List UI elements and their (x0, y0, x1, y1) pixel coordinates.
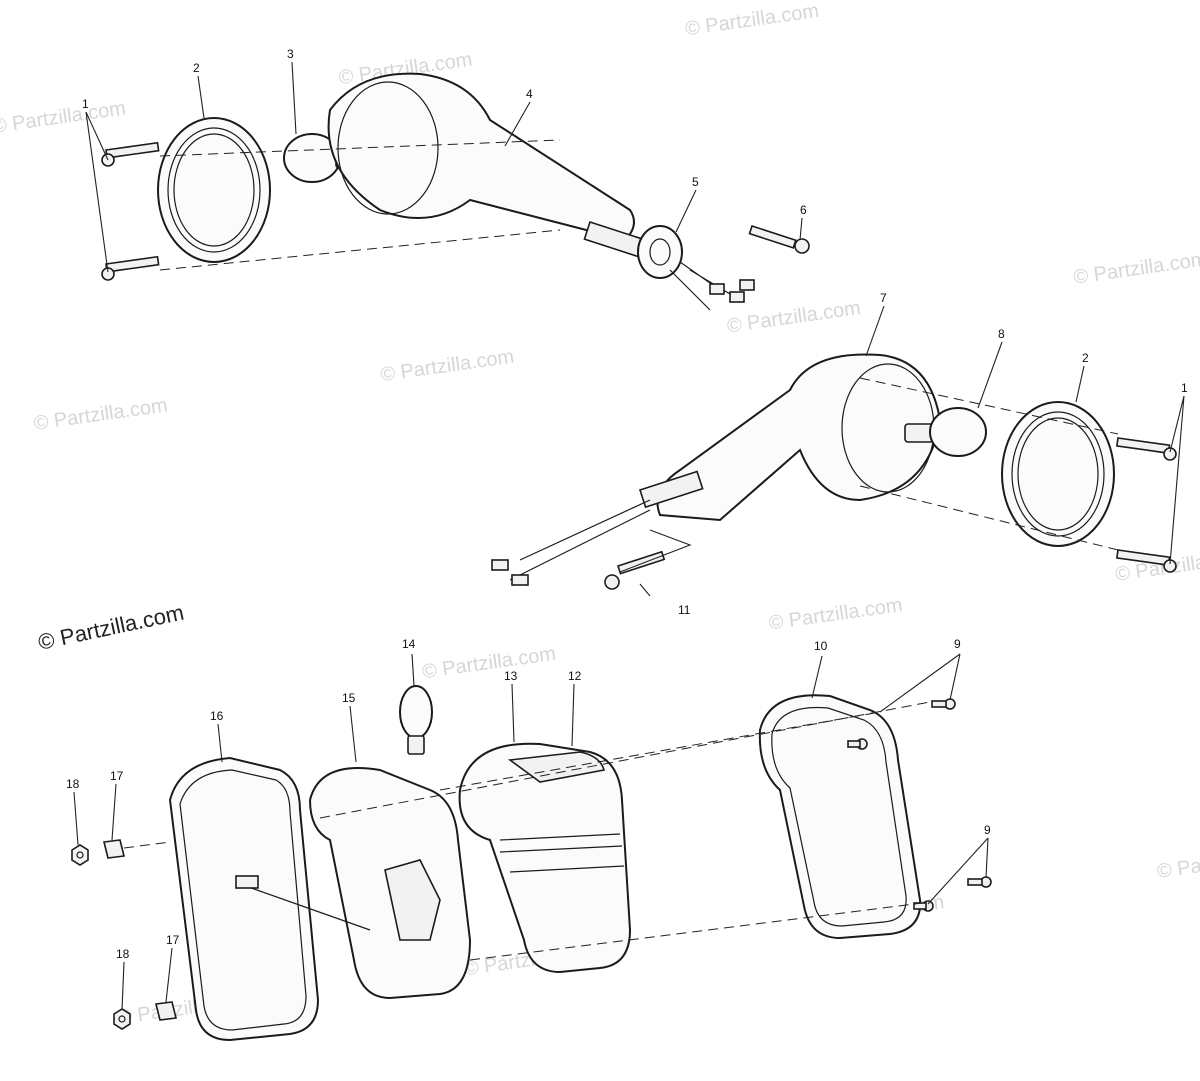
screw-icon (101, 141, 160, 167)
callout-2: 2 (1082, 351, 1089, 365)
bolt-icon (748, 224, 810, 254)
watermark: © Partzilla.com (32, 394, 169, 435)
lens-reflector (507, 751, 606, 783)
callout-5: 5 (692, 175, 699, 189)
watermark: © Partzilla.com (0, 97, 127, 138)
screw-icon (931, 698, 956, 710)
lens-cover (1001, 401, 1115, 547)
bezel-frame (758, 694, 922, 940)
nut-icon (113, 1008, 131, 1030)
tail-light-assembly (71, 685, 992, 1042)
watermark: © Partzilla.com (1156, 842, 1200, 883)
callout-8: 8 (998, 327, 1005, 341)
screw-icon (847, 738, 868, 750)
callout-16: 16 (210, 709, 224, 723)
callout-14: 14 (402, 637, 416, 651)
signal-stem (638, 470, 704, 509)
screw-icon (101, 255, 160, 281)
watermark: © Partzilla.com (726, 297, 863, 338)
bulb-icon (904, 407, 987, 457)
callout-2: 2 (193, 61, 200, 75)
callout-10: 10 (814, 639, 828, 653)
clip-icon (103, 839, 125, 859)
screw-icon (967, 876, 992, 888)
lens-cover (157, 117, 271, 263)
turn-signal-lower (491, 353, 1177, 590)
leader-lines (73, 61, 1185, 1011)
turn-signal-upper (101, 72, 810, 311)
nut-icon (71, 844, 89, 866)
callout-18: 18 (116, 947, 130, 961)
gasket (168, 756, 320, 1042)
watermark: © Partzilla.com (1072, 248, 1200, 289)
callout-17: 17 (110, 769, 124, 783)
callout-9: 9 (984, 823, 991, 837)
signal-housing (327, 72, 635, 242)
screw-icon (1115, 549, 1177, 573)
watermark: © Partzilla.com (379, 346, 516, 387)
watermark-main: © Partzilla.com (36, 600, 186, 655)
callout-6: 6 (800, 203, 807, 217)
screw-icon (1115, 437, 1177, 461)
bulb-icon (399, 685, 433, 755)
callout-4: 4 (526, 87, 533, 101)
callout-3: 3 (287, 47, 294, 61)
callout-17: 17 (166, 933, 180, 947)
watermark: © Partzilla.com (684, 0, 821, 40)
watermark: © Partzilla.com (421, 643, 558, 684)
callout-12: 12 (568, 669, 582, 683)
callout-1: 1 (1181, 381, 1188, 395)
tail-lens (458, 742, 632, 974)
callout-13: 13 (504, 669, 518, 683)
callout-labels: 1 2 3 4 5 6 7 8 2 1 11 14 16 15 13 12 10… (66, 47, 1188, 961)
watermark: © Partzilla.com (767, 594, 904, 635)
callout-7: 7 (880, 291, 887, 305)
callout-9: 9 (954, 637, 961, 651)
callout-15: 15 (342, 691, 356, 705)
callout-11: 11 (678, 603, 691, 617)
grommet (637, 225, 683, 279)
callout-1: 1 (82, 97, 89, 111)
callout-18: 18 (66, 777, 80, 791)
clip-icon (155, 1001, 177, 1021)
bolt-icon (604, 550, 666, 590)
